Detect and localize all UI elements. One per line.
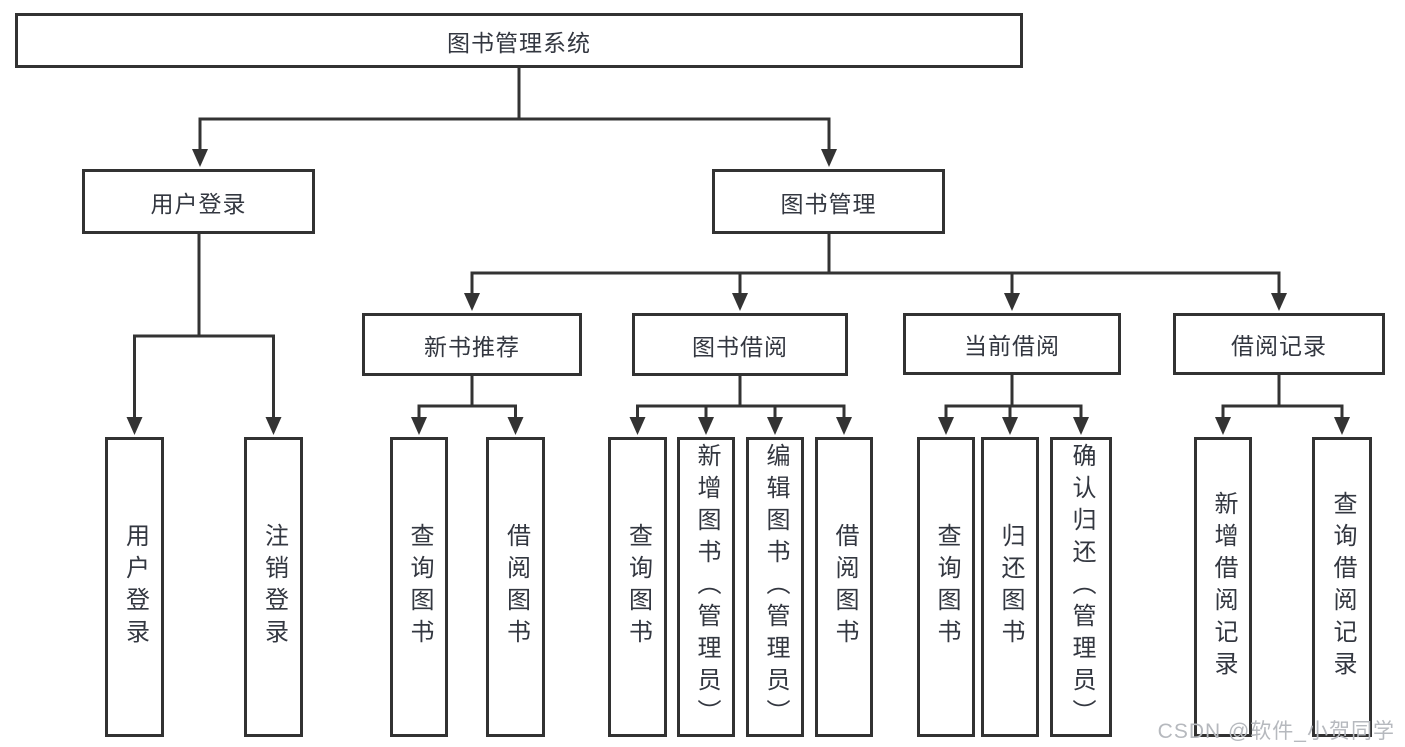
- leaf-borrow-books-label: 借阅图书: [831, 523, 858, 651]
- node-book-borrowing-label: 图书借阅: [692, 333, 788, 360]
- leaf-logout: 注销登录: [244, 437, 303, 737]
- node-current-borrowing: 当前借阅: [903, 313, 1121, 375]
- node-book-management: 图书管理: [712, 169, 945, 234]
- leaf-query-books-current: 查询图书: [917, 437, 975, 737]
- leaf-query-books-recommend-label: 查询图书: [406, 523, 433, 651]
- leaf-query-books-borrowing: 查询图书: [608, 437, 667, 737]
- leaf-user-login: 用户登录: [105, 437, 164, 737]
- node-user-login-label: 用户登录: [150, 190, 247, 217]
- leaf-return-books: 归还图书: [981, 437, 1039, 737]
- leaf-confirm-return-admin: 确认归还（管理员）: [1050, 437, 1112, 737]
- arrowheads: [126, 149, 1350, 435]
- leaf-query-borrow-record-label: 查询借阅记录: [1329, 491, 1356, 683]
- leaf-query-books-current-label: 查询图书: [933, 523, 960, 651]
- node-borrowing-records-label: 借阅记录: [1231, 333, 1327, 359]
- leaf-add-borrow-record: 新增借阅记录: [1194, 437, 1252, 737]
- leaf-query-books-recommend: 查询图书: [390, 437, 448, 737]
- leaf-add-book-admin-label: 新增图书（管理员）: [693, 443, 720, 731]
- leaf-edit-book-admin-label: 编辑图书（管理员）: [762, 443, 789, 731]
- node-user-login: 用户登录: [82, 169, 315, 234]
- leaf-logout-label: 注销登录: [260, 523, 288, 651]
- node-new-book-recommend: 新书推荐: [362, 313, 582, 376]
- node-book-management-label: 图书管理: [780, 190, 877, 217]
- node-book-borrowing: 图书借阅: [632, 313, 848, 376]
- node-current-borrowing-label: 当前借阅: [964, 333, 1060, 359]
- csdn-watermark: CSDN @软件_小贺同学: [1157, 720, 1395, 743]
- leaf-borrow-books-recommend: 借阅图书: [486, 437, 545, 737]
- leaf-borrow-books: 借阅图书: [815, 437, 873, 737]
- node-borrowing-records: 借阅记录: [1173, 313, 1385, 375]
- node-new-book-recommend-label: 新书推荐: [424, 333, 520, 360]
- leaf-borrow-books-recommend-label: 借阅图书: [502, 523, 530, 651]
- leaf-add-borrow-record-label: 新增借阅记录: [1210, 491, 1237, 683]
- leaf-query-borrow-record: 查询借阅记录: [1312, 437, 1372, 737]
- node-root-label: 图书管理系统: [447, 29, 591, 56]
- leaf-edit-book-admin: 编辑图书（管理员）: [746, 437, 804, 737]
- leaf-confirm-return-admin-label: 确认归还（管理员）: [1068, 443, 1095, 731]
- node-root: 图书管理系统: [15, 13, 1023, 68]
- leaf-query-books-borrowing-label: 查询图书: [624, 523, 652, 651]
- leaf-add-book-admin: 新增图书（管理员）: [677, 437, 735, 737]
- leaf-return-books-label: 归还图书: [997, 523, 1024, 651]
- leaf-user-login-label: 用户登录: [121, 523, 149, 651]
